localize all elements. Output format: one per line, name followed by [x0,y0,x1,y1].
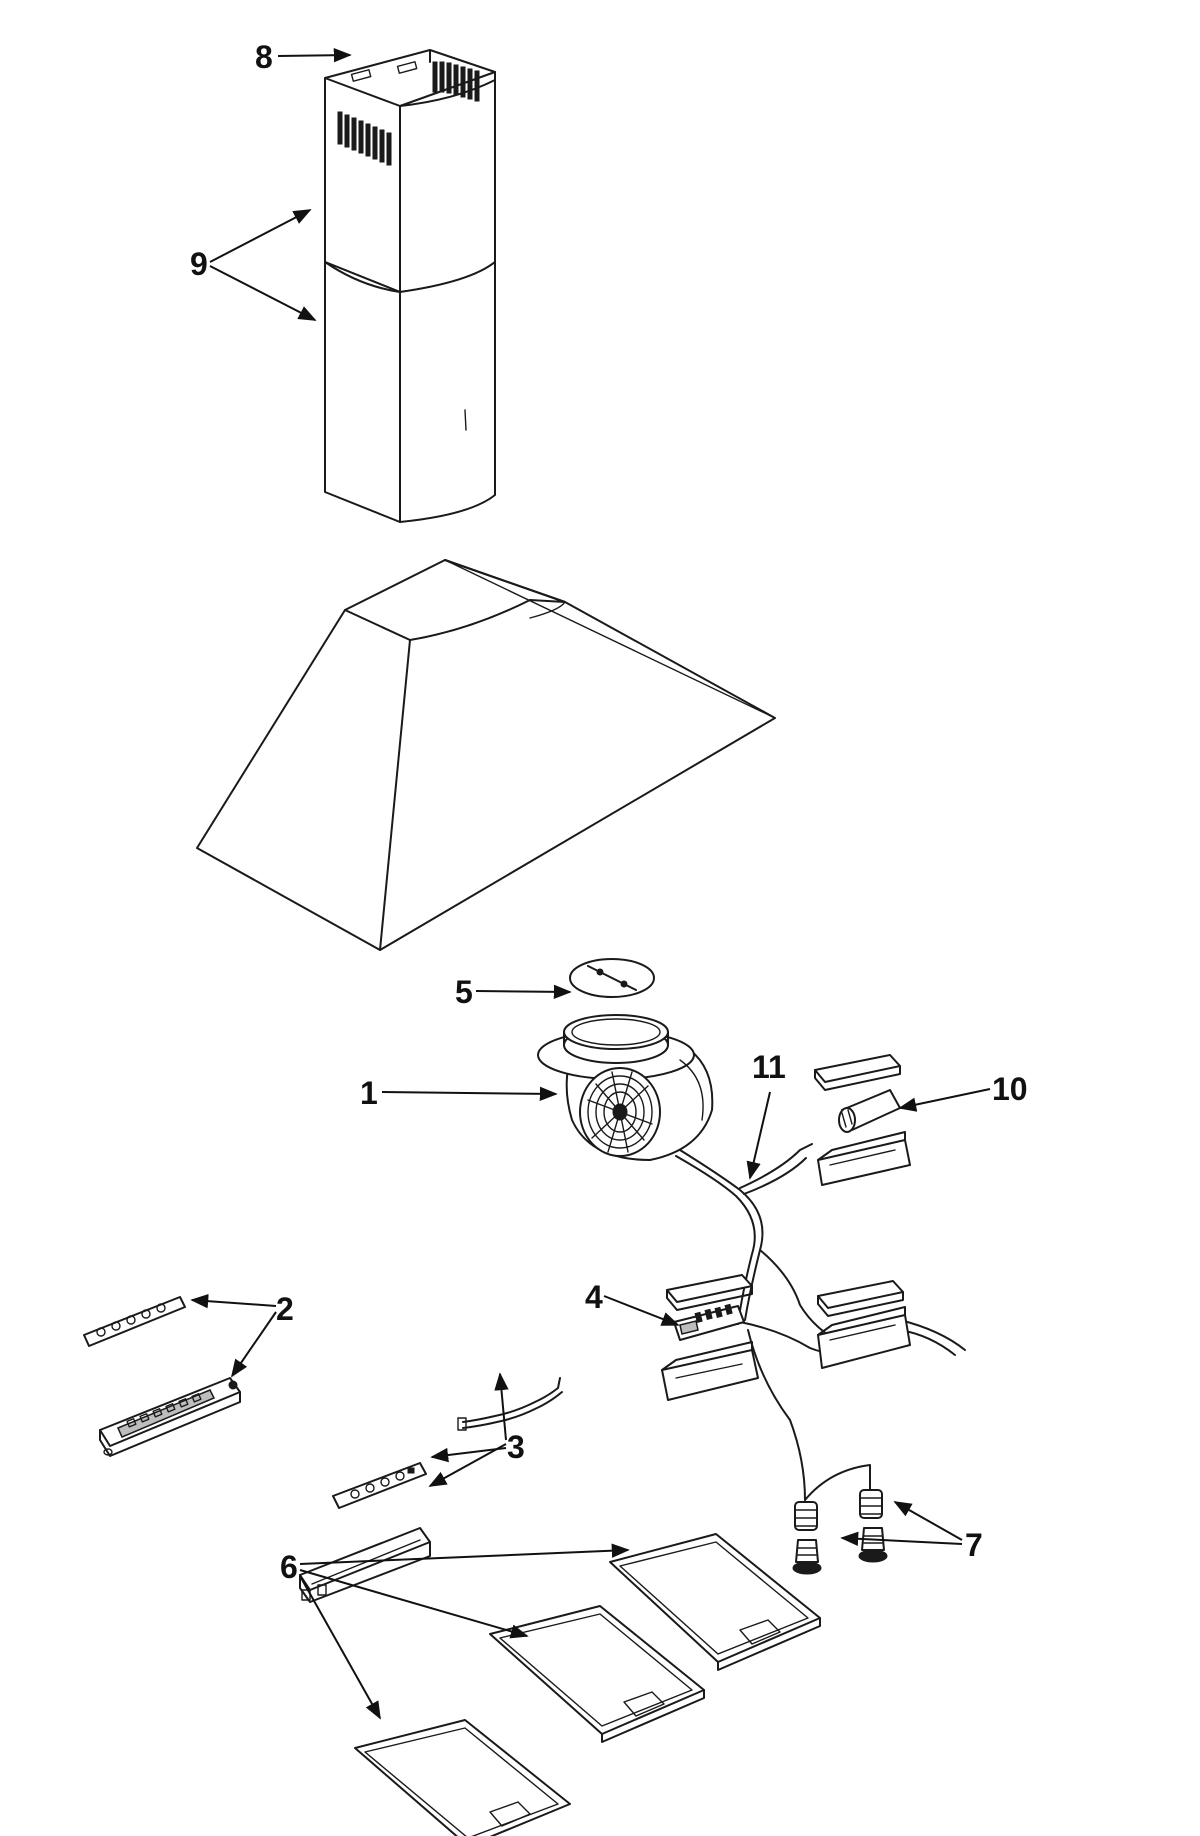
callout-3: 3 [507,1429,525,1465]
lamp-bulb [838,1089,901,1133]
switch-cable [457,1377,563,1431]
lamp-socket-right [859,1489,883,1519]
chimney-cover [324,49,496,523]
callout-8: 8 [255,39,273,75]
hood-canopy [196,559,776,951]
control-panel-housing [99,1377,241,1457]
callout-9: 9 [190,246,208,282]
halogen-bulb-right [858,1527,888,1563]
vent-slots-left [337,111,392,166]
blower-motor [537,1014,714,1161]
light-housing-center [661,1274,759,1401]
grease-filter-top [609,1533,821,1671]
callout-4: 4 [585,1279,603,1315]
switch-board [332,1462,427,1509]
blower-fan-wheel [579,1067,661,1157]
switch-housing [299,1527,431,1603]
vent-slots-right [432,61,480,102]
leader-lines [190,48,991,1720]
grease-filter-bottom [354,1719,571,1836]
light-housing-right [817,1280,911,1369]
grease-filter-middle [489,1605,705,1743]
callout-5: 5 [455,974,473,1010]
halogen-bulb-left [792,1539,822,1575]
control-panel-faceplate [83,1296,186,1347]
callout-6: 6 [280,1549,298,1585]
callout-2: 2 [276,1291,294,1327]
callout-11: 11 [752,1049,786,1085]
lamp-sockets [792,1489,888,1575]
callout-10: 10 [992,1071,1028,1107]
lamp-socket-left [794,1501,818,1531]
callout-7: 7 [965,1527,983,1563]
switch-terminal-block [673,1303,745,1341]
callout-1: 1 [360,1075,378,1111]
light-housing-upper [814,1054,911,1186]
damper-plate [569,958,655,998]
callout-labels: 8 9 5 1 11 10 2 4 3 6 7 [190,39,1028,1585]
